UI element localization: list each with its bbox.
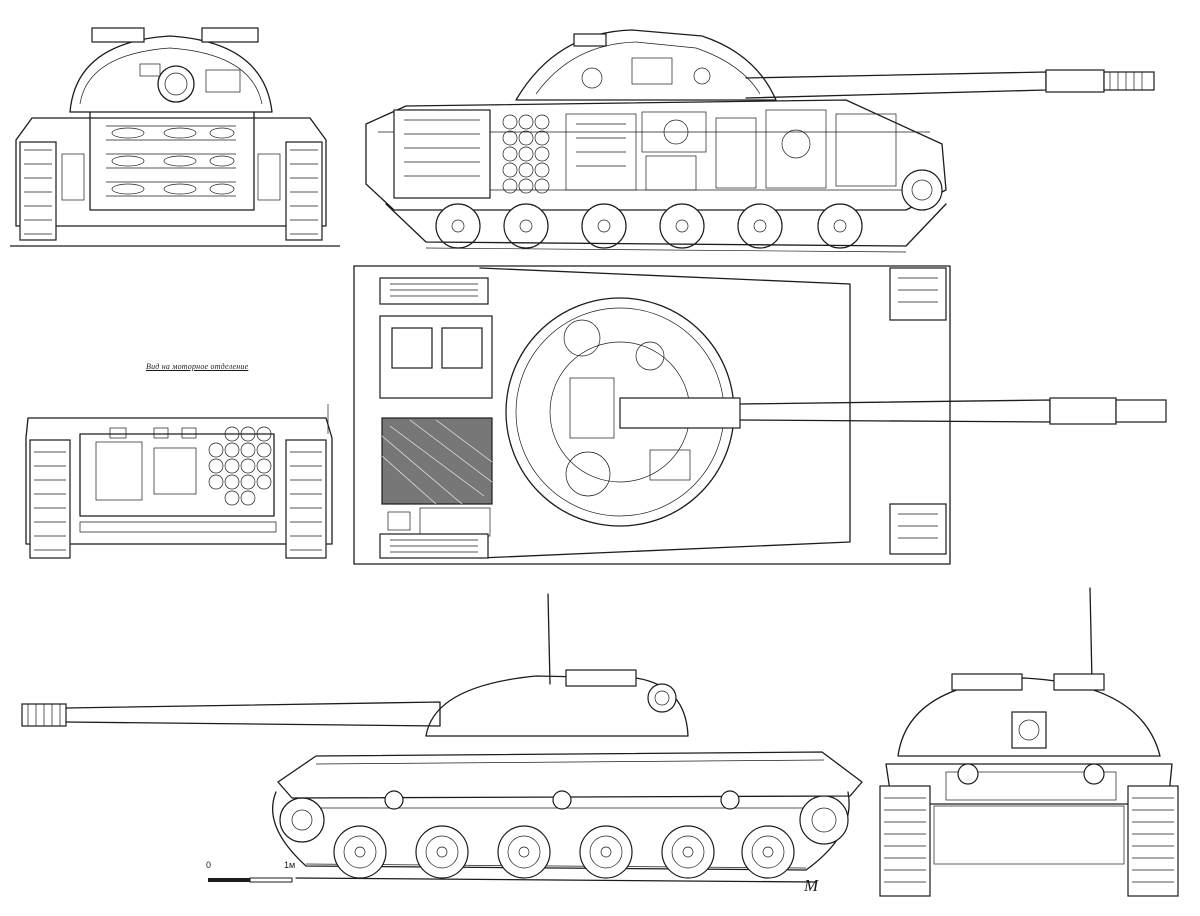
rear-view-exterior	[879, 587, 1179, 897]
scale-end-label: 1м	[284, 860, 296, 870]
section-caption: Вид на моторное отделение	[146, 362, 249, 371]
side-view-cutaway	[365, 29, 1155, 253]
signature: М	[804, 876, 819, 895]
side-view-exterior	[21, 593, 863, 883]
section-view	[25, 404, 333, 559]
scale-start-label: 0	[206, 860, 212, 870]
front-view-cutaway	[10, 27, 340, 247]
scale-bar	[208, 877, 293, 883]
top-view-cutaway	[353, 265, 1167, 565]
